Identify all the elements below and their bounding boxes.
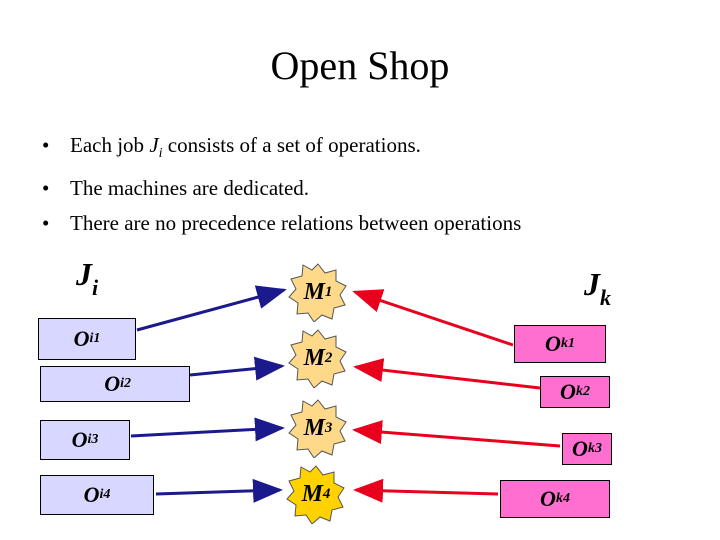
machine-sub: 3	[324, 419, 333, 436]
machine-var: M	[303, 414, 325, 441]
header-var: J	[584, 266, 600, 302]
arrow-oi2-m2	[189, 356, 285, 381]
op-var: O	[572, 436, 588, 461]
bullet-icon: •	[42, 133, 50, 157]
bullet-list: • Each job Ji consists of a set of opera…	[40, 128, 521, 241]
arrow-ok3-m3	[352, 420, 561, 448]
machine-sub: 2	[324, 349, 333, 366]
bullet-item-1: • Each job Ji consists of a set of opera…	[40, 128, 521, 171]
op-var: O	[540, 486, 556, 511]
op-var: O	[104, 371, 121, 396]
op-sub: k2	[575, 384, 590, 399]
op-sub: i1	[89, 331, 101, 346]
star-badge-icon	[288, 399, 347, 458]
arrow-oi1-m1	[136, 285, 287, 332]
header-var: J	[76, 256, 92, 292]
bullet-icon: •	[42, 176, 50, 200]
bullet-text: The machines are dedicated.	[70, 176, 310, 200]
bullet-item-3: • There are no precedence relations betw…	[40, 206, 521, 241]
header-sub: i	[92, 275, 99, 300]
op-sub: i2	[120, 376, 131, 391]
arrow-oi3-m3	[130, 417, 285, 442]
bullet-text: There are no precedence relations betwee…	[70, 211, 522, 235]
star-badge-icon	[288, 263, 347, 322]
machine-var: M	[303, 344, 325, 371]
op-sub: k1	[560, 336, 575, 351]
bullet-text: Each job	[70, 133, 150, 157]
arrow-ok4-m4	[353, 478, 499, 503]
op-var: O	[71, 427, 88, 452]
machine-sub: 4	[322, 485, 331, 502]
bullet-text: consists of a set of operations.	[162, 133, 421, 157]
op-var: O	[560, 379, 576, 404]
op-var: O	[83, 482, 100, 507]
slide-title: Open Shop	[270, 43, 450, 88]
op-var: O	[545, 331, 561, 356]
bullet-item-2: • The machines are dedicated.	[40, 171, 521, 206]
job-k-header: Jk	[584, 266, 611, 311]
job-i-header: Ji	[76, 256, 98, 301]
machine-sub: 1	[324, 283, 333, 300]
machine-var: M	[301, 480, 323, 507]
header-sub: k	[600, 285, 611, 310]
star-badge-icon	[288, 329, 347, 388]
job-variable: J	[149, 133, 159, 157]
star-badge-icon	[286, 465, 345, 524]
arrow-ok2-m2	[353, 358, 541, 390]
op-var: O	[73, 326, 90, 351]
op-sub: k3	[587, 441, 602, 456]
op-sub: i3	[87, 432, 99, 447]
machine-var: M	[303, 278, 325, 305]
arrow-oi4-m4	[155, 478, 283, 503]
bullet-icon: •	[42, 211, 50, 235]
op-sub: k4	[555, 491, 570, 506]
job-subscript: i	[158, 146, 163, 161]
op-sub: i4	[99, 487, 111, 502]
arrow-ok1-m1	[352, 289, 514, 347]
